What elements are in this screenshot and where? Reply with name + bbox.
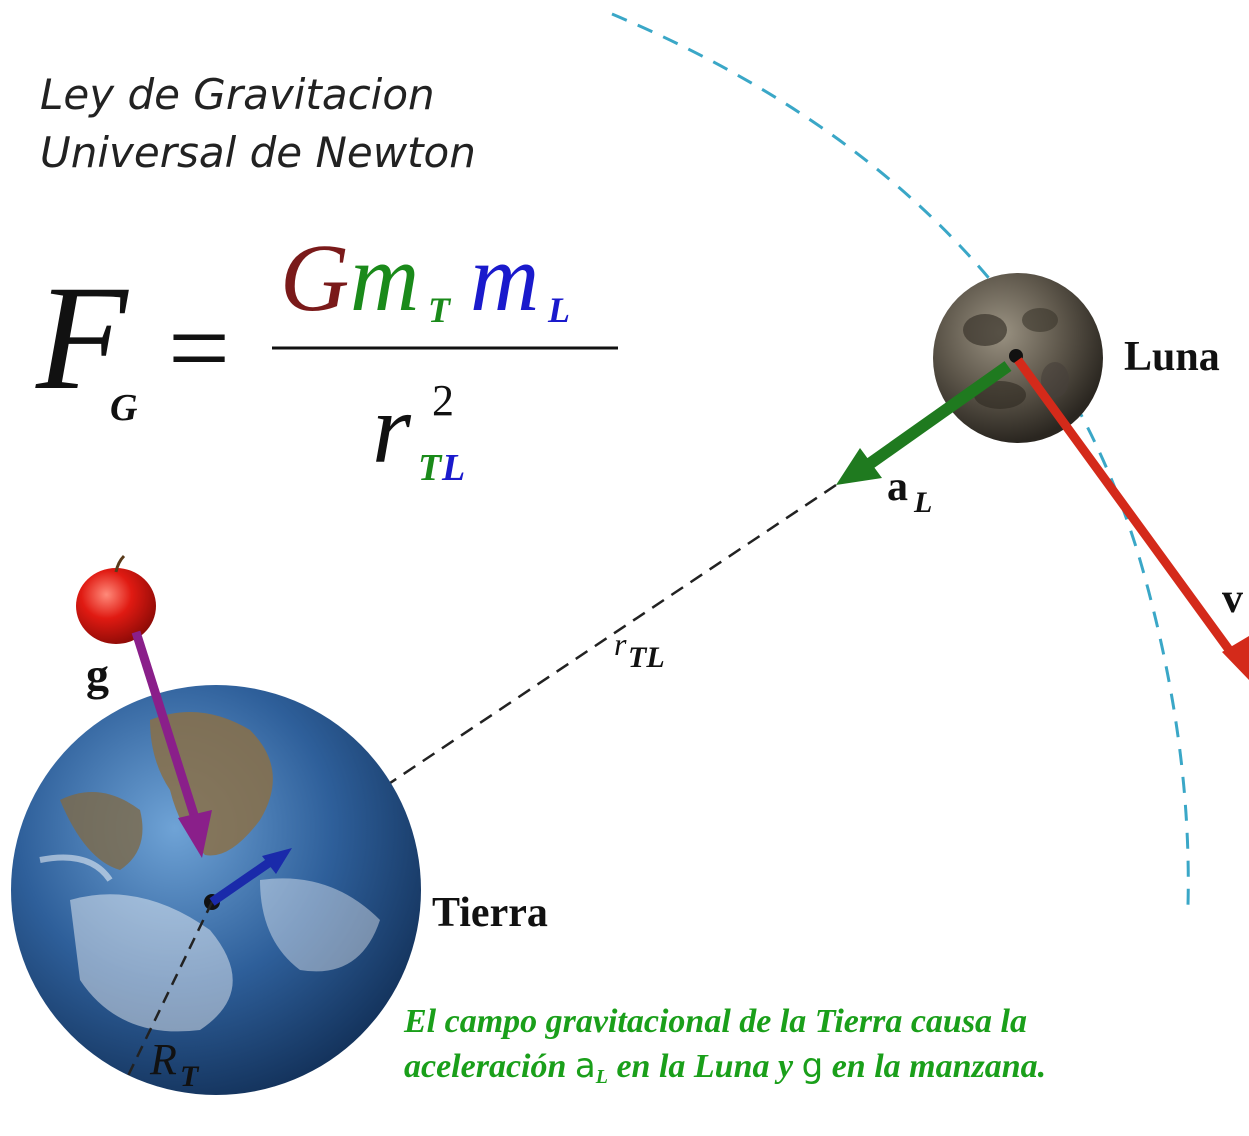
formula-r-subscript-L: L — [441, 447, 465, 489]
gravity-label: g — [86, 649, 109, 700]
caption-a: a — [574, 1046, 596, 1086]
radius-line — [124, 901, 214, 1081]
formula-r-subscript-T: T — [418, 447, 443, 489]
formula-m-T: m — [350, 224, 419, 331]
gravity-arrow-head — [178, 810, 212, 858]
caption-part-2: en la Luna y — [607, 1048, 802, 1085]
gravity-arrow-shaft — [131, 630, 200, 820]
moon-crater-4 — [1041, 362, 1069, 398]
acceleration-arrow-head — [836, 448, 882, 485]
title-line-1: Ley de Gravitacion — [40, 70, 435, 119]
moon — [933, 273, 1103, 443]
earth-clouds-2 — [260, 878, 380, 972]
earth-clouds-3 — [39, 854, 113, 882]
acceleration-label-subscript: L — [913, 486, 932, 519]
formula-exponent: 2 — [432, 376, 454, 425]
title-line-2: Universal de Newton — [40, 128, 476, 177]
distance-label-subscript: TL — [628, 641, 665, 674]
formula-equals: = — [168, 287, 230, 409]
radius-label-subscript: T — [180, 1060, 200, 1093]
caption-part-1: El campo gravitacional de la Tierra caus… — [404, 1003, 1027, 1085]
caption-g: g — [801, 1046, 824, 1086]
tierra-label: Tierra — [432, 890, 548, 936]
distance-label: r — [614, 626, 627, 662]
formula-m-L: m — [470, 224, 539, 331]
moon-crater-2 — [1022, 308, 1058, 332]
diagram-title: Ley de Gravitacion Universal de Newton — [40, 66, 476, 182]
acceleration-arrow-shaft — [864, 361, 1012, 470]
apple — [76, 554, 156, 644]
luna-label: Luna — [1124, 334, 1220, 380]
earth-continent-2 — [60, 792, 143, 870]
earth-radius-arrow-head — [262, 848, 292, 874]
formula-r: r — [372, 373, 412, 484]
caption: El campo gravitacional de la Tierra caus… — [404, 1000, 1164, 1099]
earth-body — [11, 685, 421, 1095]
moon-crater-1 — [963, 314, 1007, 346]
formula-G: G — [280, 224, 349, 331]
formula-m-T-subscript: T — [428, 290, 452, 330]
apple-stem — [114, 554, 126, 573]
formula-F: F — [35, 255, 129, 421]
earth — [11, 685, 421, 1095]
caption-a-subscript: L — [595, 1066, 608, 1088]
acceleration-label: a — [887, 464, 908, 510]
earth-radius-arrow-shaft — [209, 858, 273, 906]
caption-part-3: en la manzana. — [823, 1048, 1047, 1085]
earth-clouds-1 — [70, 894, 233, 1032]
formula-F-subscript: G — [110, 387, 138, 429]
apple-body — [76, 568, 156, 644]
newton-formula: F G = G m T m L r 2 T L — [35, 224, 618, 489]
moon-orbit — [611, 12, 1190, 906]
velocity-arrow-shaft — [1014, 357, 1239, 661]
formula-m-L-subscript: L — [547, 290, 570, 330]
velocity-label: v — [1222, 576, 1243, 622]
radius-label: R — [149, 1035, 177, 1084]
velocity-arrow-head — [1222, 636, 1249, 680]
